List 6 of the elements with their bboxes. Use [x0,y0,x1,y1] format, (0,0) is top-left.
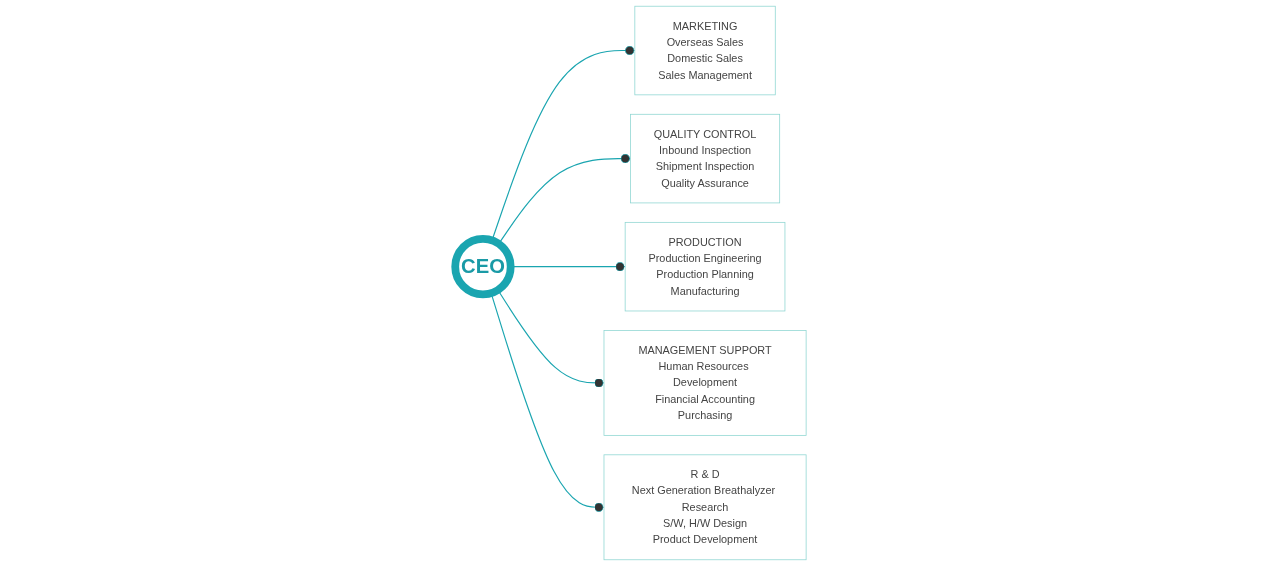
node-circle: CEO [451,235,515,299]
node-box: R & D Next Generation Breathalyzer Research S/W, H/W Design Product Development [603,454,807,561]
node-box: MARKETING Overseas Sales Domestic Sales Sales Management [634,5,776,96]
node-box: MANAGEMENT SUPPORT Human Resources Development Financial Accounting Purchasing [603,330,807,436]
node-box: QUALITY CONTROL Inbound Inspection Shipment Inspection Quality Assurance [629,113,780,204]
node-box: PRODUCTION Production Engineering Production Planning Manufacturing [624,221,786,312]
